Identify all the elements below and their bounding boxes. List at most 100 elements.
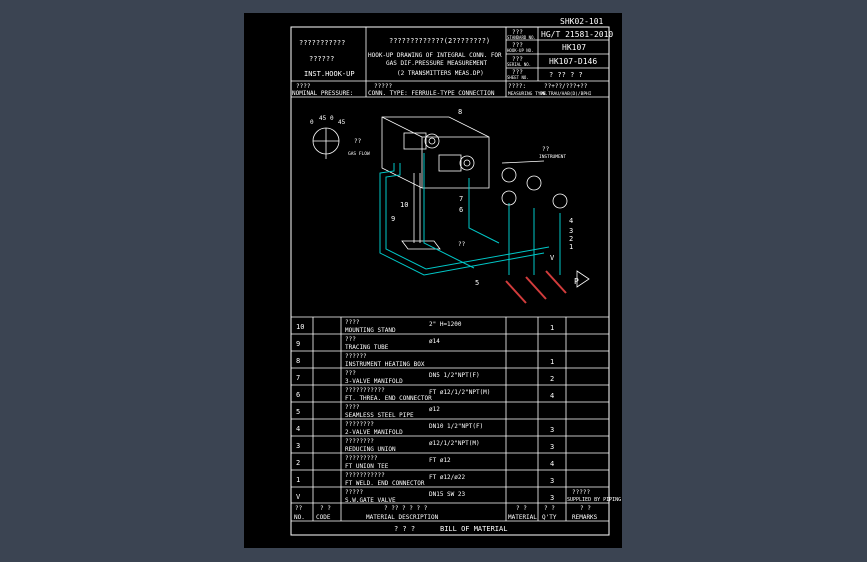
bom-row-qty: 3 <box>550 426 554 434</box>
callout-3: 3 <box>569 227 573 235</box>
bom-row-desc: 2-VALVE MANIFOLD <box>345 429 403 436</box>
annotation-instrument-q: ?? <box>542 146 550 153</box>
bom-footer-q: ? ? ? <box>394 525 415 533</box>
serial-no-value: HK107-D146 <box>549 57 597 66</box>
bom-row-desc: FT WELD. END CONNECTOR <box>345 480 425 487</box>
title-center-line1: HOOK-UP DRAWING OF INTEGRAL CONN. FOR <box>368 52 502 59</box>
bom-row-desc-q: ????? <box>345 489 363 496</box>
serial-no-label: SERIAL NO. <box>507 62 531 67</box>
callout-v: V <box>550 254 555 262</box>
bom-row-no: 1 <box>296 476 300 484</box>
callout-6: 6 <box>459 206 463 214</box>
bom-row-no: 10 <box>296 323 304 331</box>
bom-row-desc: FT. THREA. END CONNECTOR <box>345 395 432 402</box>
sheet-no-value: ? ?? ? ? <box>549 71 583 79</box>
bom-row-desc: SEAMLESS STEEL PIPE <box>345 412 414 419</box>
bom-row-desc: TRACING TUBE <box>345 344 389 351</box>
title-left-top: ??????????? <box>299 39 345 47</box>
bom-row-remarks: SUPPLIED BY PIPING <box>567 497 621 503</box>
bom-row-no: 8 <box>296 357 300 365</box>
bom-head-code-q: ? ? <box>320 505 331 512</box>
angle-label-3: 0 <box>330 115 334 122</box>
bom-row-qty: 2 <box>550 375 554 383</box>
drawing-number: SHK02-101 <box>560 17 604 26</box>
impulse-piping <box>379 153 561 276</box>
title-center-line2: GAS DIF.PRESSURE MEASUREMENT <box>386 60 488 67</box>
bom-row-desc: REDUCING UNION <box>345 446 396 453</box>
callout-1: 1 <box>569 243 573 251</box>
bom-row-qty: 1 <box>550 358 554 366</box>
meas-label-q: ????: <box>508 83 526 90</box>
drawing-canvas: SHK02-101 ??????????? ?????? INST.HOOK-U… <box>290 17 621 536</box>
callout-9: 9 <box>391 215 395 223</box>
std-no-value: HG/T 21581-2010 <box>541 30 613 39</box>
direction-arrow <box>576 270 590 288</box>
callout-p: P <box>574 277 579 286</box>
bom-head-qty: Q'TY <box>542 514 557 521</box>
annotation-gas-q: ?? <box>354 138 362 145</box>
sheet-no-label-q: ??? <box>512 69 523 76</box>
bom-row-desc-q: ????????? <box>345 455 378 462</box>
conn-type: CONN. TYPE: FERRULE-TYPE CONNECTION <box>368 90 495 97</box>
bom-row-desc-q: ?????? <box>345 353 367 360</box>
angle-label-1: 0 <box>310 119 314 126</box>
bom-row-desc: MOUNTING STAND <box>345 327 396 334</box>
title-left-mid: ?????? <box>309 55 334 63</box>
bom-row-qty: 4 <box>550 460 554 468</box>
bom-row-no: V <box>296 493 301 501</box>
bom-row-desc-q: ??????????? <box>345 387 385 394</box>
bom-head-remarks-q: ? ? <box>580 505 591 512</box>
pressure-label-q: ???? <box>296 83 311 90</box>
bom-row-spec: ø14 <box>429 338 440 345</box>
bom-row-qty: 3 <box>550 477 554 485</box>
annotation-gas: GAS FLOW <box>348 151 370 157</box>
hookup-no-label: HOOK-UP NO. <box>507 48 534 53</box>
bom-row-no: 3 <box>296 442 300 450</box>
bom-row-spec: DN5 1/2"NPT(F) <box>429 372 480 379</box>
meas-value-q: ??+??/???+?? <box>544 83 588 90</box>
bom-row-no: 7 <box>296 374 300 382</box>
conn-type-q: ????? <box>374 83 392 90</box>
pressure-gauges <box>501 160 568 209</box>
bom-row-desc: S.W.GATE VALVE <box>345 497 396 504</box>
bom-head-material: MATERIAL <box>508 514 537 521</box>
bom-row-spec: DN15 SW 23 <box>429 491 466 498</box>
hookup-diagram: 0 45 0 45 <box>310 108 590 304</box>
meas-label: MEASURING TYPE <box>508 91 546 97</box>
drawing-sheet: SHK02-101 ??????????? ?????? INST.HOOK-U… <box>244 13 622 548</box>
bom-row-qty: 4 <box>550 392 554 400</box>
bom-row-no: 5 <box>296 408 300 416</box>
bom-footer: BILL OF MATERIAL <box>440 525 507 533</box>
bom-row-no: 4 <box>296 425 300 433</box>
mounting-stand <box>401 173 441 250</box>
pressure-label: NOMINAL PRESSURE: <box>292 90 353 97</box>
serial-no-label-q: ??? <box>512 56 523 63</box>
bom-grid <box>291 316 609 522</box>
title-left-bottom: INST.HOOK-UP <box>304 70 355 78</box>
bom-row-desc-q: ??????????? <box>345 472 385 479</box>
bom-row-desc: INSTRUMENT HEATING BOX <box>345 361 425 368</box>
bom-row-no: 6 <box>296 391 300 399</box>
callout-4: 4 <box>569 217 573 225</box>
orientation-compass <box>312 127 340 159</box>
bom-row-desc-q: ??? <box>345 336 356 343</box>
bom-row-no: 9 <box>296 340 300 348</box>
bom-head-material-q: ? ? <box>516 505 527 512</box>
bom-row-spec: DN10 1/2"NPT(F) <box>429 423 483 430</box>
bom-row-desc-q: ???? <box>345 404 360 411</box>
process-connection-arrows <box>505 270 567 304</box>
bom-row-spec: FT ø12/1/2"NPT(M) <box>429 389 490 396</box>
title-block <box>291 27 609 98</box>
transmitter-1 <box>403 132 440 150</box>
bom-row-desc-q: ???? <box>345 319 360 326</box>
std-no-label: STANDARD NO. <box>507 35 536 40</box>
bom-row-spec: ø12/1/2"NPT(M) <box>429 440 480 447</box>
bom-row-remarks-q: ????? <box>572 489 590 496</box>
callout-8: 8 <box>458 108 462 116</box>
bom-row-no: 2 <box>296 459 300 467</box>
callout-10: 10 <box>400 201 408 209</box>
bom-row-spec: ø12 <box>429 406 440 413</box>
hookup-no-label-q: ??? <box>512 42 523 49</box>
meas-value: UN.TRAU/HAB(D)/BPHI <box>540 91 592 97</box>
